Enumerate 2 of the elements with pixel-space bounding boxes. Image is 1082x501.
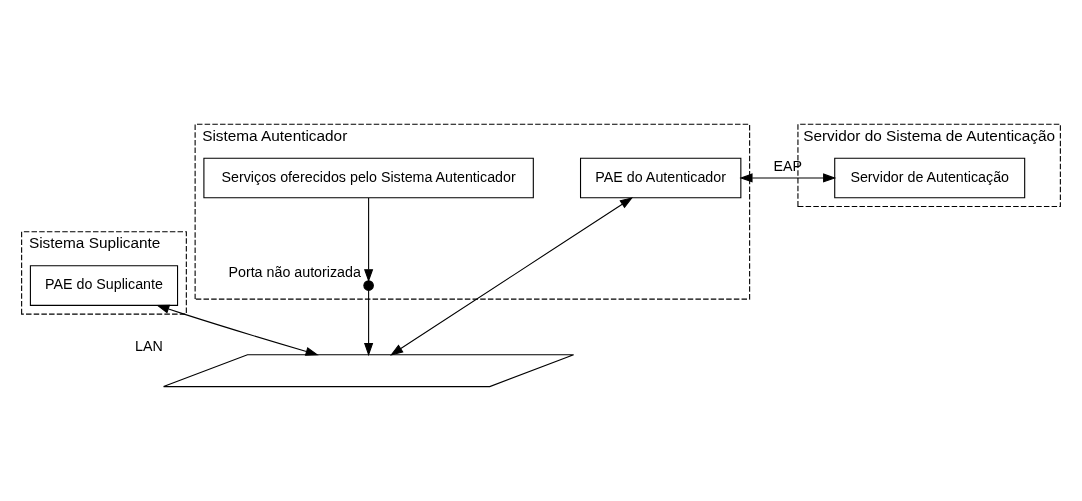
node-label: Porta não autorizada <box>228 263 361 280</box>
node-label: LAN <box>134 337 163 354</box>
